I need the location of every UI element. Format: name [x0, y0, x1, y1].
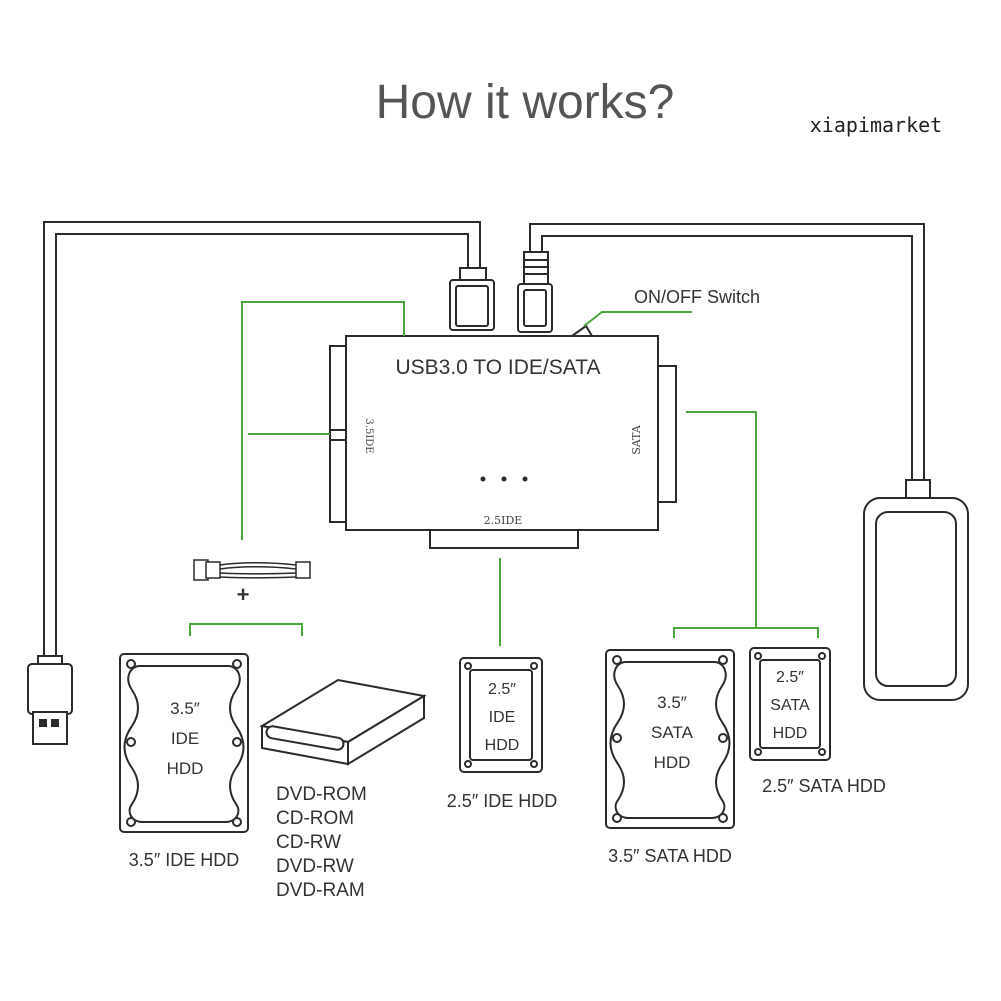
hdd-2-5-ide-caption: 2.5″ IDE HDD — [447, 791, 557, 811]
molex-power-cable-icon — [193, 559, 311, 581]
hdd-3-5-sata-line3: HDD — [654, 753, 691, 772]
hdd-3-5-sata-line1: 3.5″ — [657, 693, 687, 712]
usb-plug-head-icon — [449, 267, 495, 331]
optical-drive-icon — [259, 678, 427, 766]
hdd-2-5-sata-caption: 2.5″ SATA HDD — [762, 776, 886, 796]
hdd-3-5-ide-icon — [119, 653, 249, 833]
port-label-2-5-ide: 2.5IDE — [484, 514, 523, 527]
power-cable — [529, 223, 925, 482]
port-label-3-5-ide: 3.5IDE — [363, 418, 374, 453]
plus-sign: + — [237, 582, 250, 607]
hdd-3-5-sata-caption: 3.5″ SATA HDD — [608, 846, 732, 866]
optical-media-item: CD-ROM — [276, 808, 354, 829]
dc-power-plug-icon — [517, 251, 553, 333]
adapter-label: USB3.0 TO IDE/SATA — [395, 356, 600, 379]
hdd-3-5-ide-line1: 3.5″ — [170, 699, 200, 718]
hdd-2-5-ide-icon — [459, 657, 543, 773]
usb-plug-icon — [27, 655, 73, 745]
optical-media-item: DVD-RAM — [276, 880, 365, 901]
page-title: How it works? — [376, 76, 675, 129]
hdd-3-5-ide-line3: HDD — [167, 759, 204, 778]
hdd-3-5-sata-line2: SATA — [651, 723, 694, 742]
hdd-2-5-sata-line3: HDD — [773, 725, 808, 742]
hdd-2-5-sata-line2: SATA — [770, 697, 810, 714]
switch-pointer-line — [583, 311, 692, 327]
optical-media-item: DVD-ROM — [276, 784, 367, 805]
hdd-3-5-ide-caption: 3.5″ IDE HDD — [129, 850, 239, 870]
hdd-2-5-ide-line1: 2.5″ — [488, 681, 516, 698]
usb-cable — [43, 221, 481, 660]
hdd-2-5-sata-line1: 2.5″ — [776, 669, 804, 686]
optical-media-list: DVD-ROM CD-ROM CD-RW DVD-RW DVD-RAM — [276, 784, 367, 901]
switch-label: ON/OFF Switch — [634, 287, 760, 307]
hdd-2-5-ide-line2: IDE — [489, 709, 516, 726]
hdd-2-5-ide-line3: HDD — [485, 737, 520, 754]
power-adapter-icon — [863, 479, 969, 701]
optical-media-item: DVD-RW — [276, 856, 354, 877]
watermark: xiapimarket — [810, 113, 942, 137]
connector-lines — [189, 301, 819, 646]
hdd-3-5-sata-icon — [605, 649, 735, 829]
port-label-sata: SATA — [630, 424, 643, 455]
hdd-3-5-ide-line2: IDE — [171, 729, 199, 748]
adapter-box — [329, 324, 677, 549]
optical-media-item: CD-RW — [276, 832, 341, 853]
hdd-2-5-sata-icon — [749, 647, 831, 761]
